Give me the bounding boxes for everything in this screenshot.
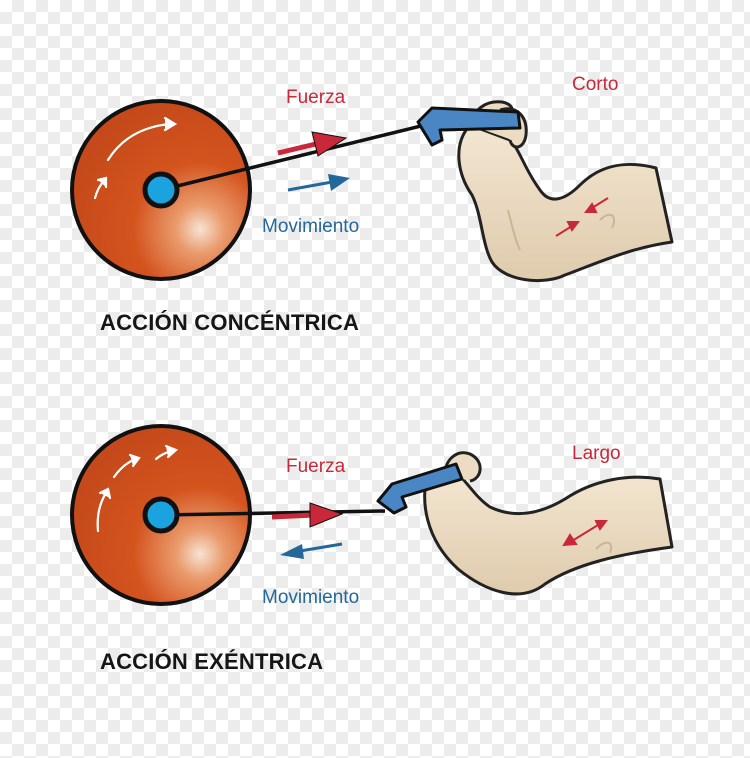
movement-arrow: [287, 174, 350, 192]
concentric-illustration: [70, 99, 674, 283]
disc-hub: [142, 171, 180, 209]
cable: [160, 509, 386, 517]
muscle-length-label: Corto: [572, 74, 619, 95]
muscle-contraction-arrows: [555, 197, 609, 237]
muscle-length-label: Largo: [572, 443, 621, 464]
concentric-diagram: Fuerza Movimiento Corto ACCIÓN CONCÉNTRI…: [70, 74, 674, 335]
grip-handle: [376, 462, 464, 515]
section-title: ACCIÓN EXÉNTRICA: [100, 649, 324, 674]
rotation-arrows: [93, 116, 178, 200]
movement-label: Movimiento: [262, 587, 360, 608]
section-title: ACCIÓN CONCÉNTRICA: [100, 310, 360, 335]
extended-arm: [423, 451, 674, 596]
eccentric-illustration: [70, 424, 674, 606]
muscle-stretch-arrows: [562, 520, 608, 547]
movement-label: Movimiento: [262, 216, 360, 237]
force-label: Fuerza: [286, 456, 346, 477]
force-arrow: [277, 131, 348, 157]
movement-arrow: [280, 542, 343, 559]
force-arrow: [271, 502, 344, 528]
eccentric-diagram: Fuerza Movimiento Largo ACCIÓN EXÉNTRICA: [0, 379, 750, 758]
disc-hub: [142, 496, 180, 534]
cable: [160, 123, 426, 192]
rotation-arrows: [96, 444, 179, 533]
force-label: Fuerza: [286, 87, 346, 108]
grip-handle: [416, 106, 522, 147]
